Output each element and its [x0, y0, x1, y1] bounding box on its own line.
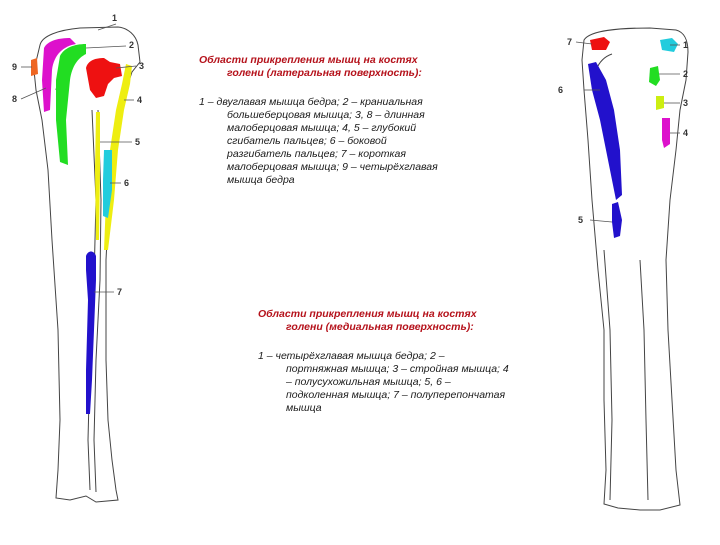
- lateral-label-6: 6: [124, 178, 129, 188]
- medial-area-4-magenta: [662, 118, 670, 148]
- lateral-attachments: [31, 38, 132, 414]
- medial-attachments: [588, 37, 678, 238]
- medial-area-5-blue: [612, 202, 622, 238]
- lateral-area-2-green: [56, 44, 86, 165]
- lateral-caption-title: Области прикрепления мышц на костях голе…: [199, 54, 499, 80]
- lateral-label-5: 5: [135, 137, 140, 147]
- lateral-area-9-orange: [31, 58, 38, 76]
- lateral-body-line: большеберцовая мышца; 3, 8 – длинная: [199, 109, 499, 122]
- lateral-area-7-blue: [86, 252, 96, 415]
- medial-caption-title: Области прикрепления мышц на костях голе…: [258, 308, 558, 334]
- medial-title-line2: голени (медиальная поверхность):: [258, 321, 558, 334]
- medial-fibula-line: [604, 250, 612, 500]
- medial-area-2-green: [649, 66, 660, 86]
- medial-title-line1: Области прикрепления мышц на костях: [258, 308, 477, 320]
- medial-body-line: – полусухожильная мышца; 5, 6 –: [258, 376, 558, 389]
- medial-label-1: 1: [683, 40, 688, 50]
- lateral-label-7: 7: [117, 287, 122, 297]
- medial-body-line: мышца: [258, 402, 558, 415]
- medial-body-first: 1 – четырёхглавая мышца бедра; 2 –: [258, 350, 558, 363]
- medial-area-6-blue: [588, 62, 622, 200]
- lateral-title-line1: Области прикрепления мышц на костях: [199, 54, 418, 66]
- lateral-label-2: 2: [129, 40, 134, 50]
- lateral-body-line: малоберцовая мышца; 9 – четырёхглавая: [199, 161, 499, 174]
- medial-caption: Области прикрепления мышц на костях голе…: [258, 308, 558, 415]
- lateral-body-line: мышца бедра: [199, 174, 499, 187]
- lateral-body-line: сгибатель пальцев; 6 – боковой: [199, 135, 499, 148]
- lateral-label-9: 9: [12, 62, 17, 72]
- lateral-body-first: 1 – двуглавая мышца бедра; 2 – краниальн…: [199, 96, 499, 109]
- medial-label-5: 5: [578, 215, 583, 225]
- medial-caption-body: 1 – четырёхглавая мышца бедра; 2 – портн…: [258, 350, 558, 415]
- medial-label-4: 4: [683, 128, 688, 138]
- lateral-label-4: 4: [137, 95, 142, 105]
- lateral-area-3-red: [86, 58, 122, 98]
- medial-label-7: 7: [567, 37, 572, 47]
- lateral-label-3: 3: [139, 61, 144, 71]
- medial-label-6: 6: [558, 85, 563, 95]
- lateral-label-8: 8: [12, 94, 17, 104]
- medial-label-2: 2: [683, 69, 688, 79]
- lateral-caption-body: 1 – двуглавая мышца бедра; 2 – краниальн…: [199, 96, 499, 187]
- medial-body-line: портняжная мышца; 3 – стройная мышца; 4: [258, 363, 558, 376]
- medial-label-3: 3: [683, 98, 688, 108]
- lateral-area-8-yellow: [95, 112, 100, 240]
- lateral-title-line2: голени (латеральная поверхность):: [199, 67, 499, 80]
- lateral-body-line: разгибатель пальцев; 7 – короткая: [199, 148, 499, 161]
- medial-body-line: подколенная мышца; 7 – полуперепончатая: [258, 389, 558, 402]
- lateral-label-1: 1: [112, 13, 117, 23]
- medial-area-7-red: [590, 37, 610, 50]
- medial-area-3-lime: [656, 96, 664, 110]
- lateral-body-line: малоберцовая мышца; 4, 5 – глубокий: [199, 122, 499, 135]
- lateral-caption: Области прикрепления мышц на костях голе…: [199, 54, 499, 187]
